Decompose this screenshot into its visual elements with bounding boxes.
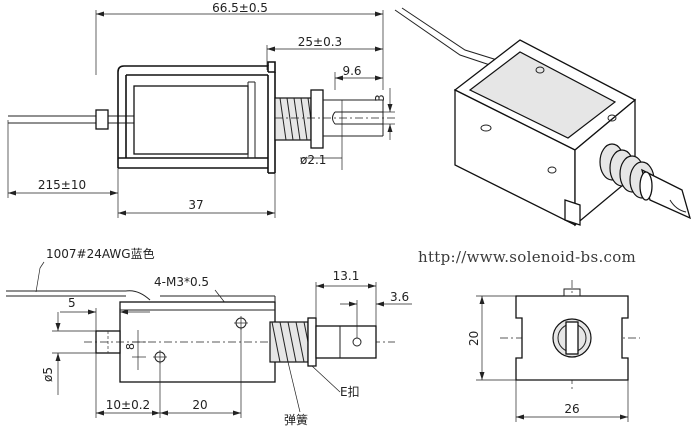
center-offset-dimension: 8 [124, 343, 137, 350]
plunger-tip-dimension: 13.1 [333, 269, 360, 283]
hole-spacing-dimension: 20 [192, 398, 207, 412]
top-view: 66.5±0.5 25±0.3 9.6 3 [7, 1, 395, 218]
e-clip-label: E扣 [340, 385, 360, 399]
end-width-dimension: 26 [564, 402, 579, 416]
lead-length-dimension: 215±10 [38, 178, 86, 192]
tip-slot-dimension: 3.6 [390, 290, 409, 304]
end-view: 20 26 [467, 280, 640, 422]
wire-spec-label: 1007#24AWG蓝色 [46, 247, 155, 261]
pin-hole-dimension: ø2.1 [300, 153, 326, 167]
plunger-length-dimension: 25±0.3 [298, 35, 342, 49]
iso-spring [599, 143, 655, 199]
shaft-offset-dimension: 5 [68, 296, 76, 310]
watermark-url: http://www.solenoid-bs.com [418, 248, 636, 266]
shaft-diameter-dimension: ø5 [41, 367, 55, 382]
slot-length-dimension: 9.6 [342, 64, 361, 78]
coil-body [133, 85, 249, 155]
wire-clamp [95, 109, 109, 130]
frame-length-dimension: 37 [188, 198, 203, 212]
end-height-dimension: 20 [467, 331, 481, 346]
front-view: 1007#24AWG蓝色 4-M3*0.5 5 [6, 247, 412, 427]
screw-hole-label: 4-M3*0.5 [154, 275, 209, 289]
spring-label: 弹簧 [284, 412, 308, 427]
isometric-view [394, 7, 692, 227]
slot-width-dimension: 3 [373, 94, 387, 102]
overall-length-dimension: 66.5±0.5 [212, 1, 268, 15]
front-spring [269, 321, 309, 363]
tail-length-dimension: 10±0.2 [106, 398, 150, 412]
top-spring [274, 97, 312, 141]
